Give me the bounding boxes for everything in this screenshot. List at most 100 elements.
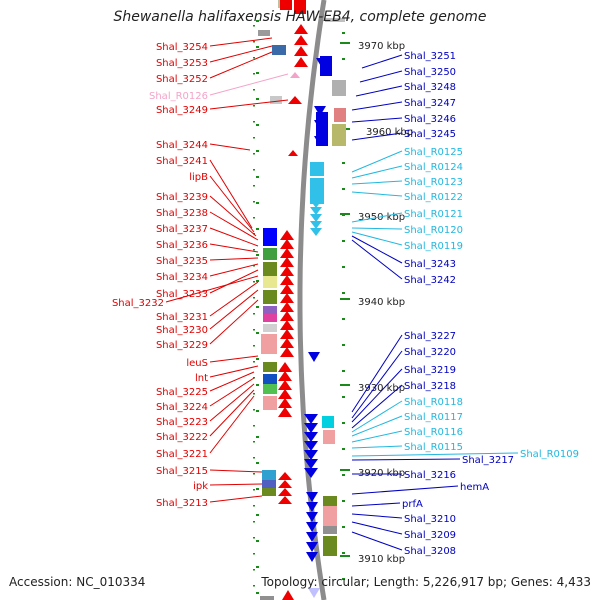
minor-tick xyxy=(253,457,255,459)
scale-major-tick xyxy=(340,42,350,44)
scale-tick xyxy=(256,358,259,360)
gene-label-shal_3208: Shal_3208 xyxy=(404,546,456,557)
gene-label-shal_3218: Shal_3218 xyxy=(404,381,456,392)
label-leader-line xyxy=(351,231,403,246)
gene-label-shal_r0118: Shal_R0118 xyxy=(404,397,463,408)
gene-label-shal_3219: Shal_3219 xyxy=(404,365,456,376)
reverse-strand-arrow xyxy=(280,239,294,249)
label-leader-line xyxy=(351,452,519,457)
minor-tick xyxy=(253,121,255,123)
label-leader-line xyxy=(209,211,259,241)
label-leader-line xyxy=(209,195,257,237)
label-leader-line xyxy=(351,227,403,230)
label-leader-line xyxy=(351,180,403,185)
gene-label-shal_3245: Shal_3245 xyxy=(404,129,456,140)
reverse-strand-arrow xyxy=(294,35,308,45)
minor-tick xyxy=(253,377,255,379)
gene-block xyxy=(263,362,277,372)
gene-label-shal_3235: Shal_3235 xyxy=(156,256,208,267)
gene-block xyxy=(270,96,282,104)
scale-tick xyxy=(256,462,259,464)
forward-strand-arrow xyxy=(304,468,318,478)
minor-tick xyxy=(253,329,255,331)
label-leader-line xyxy=(209,257,259,261)
scale-tick xyxy=(256,202,259,204)
reverse-strand-arrow xyxy=(280,338,294,348)
label-leader-line xyxy=(209,37,273,47)
scale-tick xyxy=(256,540,259,542)
minor-tick xyxy=(253,521,255,523)
label-leader-line xyxy=(351,101,403,111)
label-leader-line xyxy=(351,235,403,264)
forward-strand-arrow xyxy=(308,352,320,362)
gene-block xyxy=(332,80,346,96)
scale-tick xyxy=(256,280,259,282)
forward-strand-arrow xyxy=(314,136,326,146)
reverse-strand-arrow xyxy=(278,362,292,372)
gene-label-shal_3247: Shal_3247 xyxy=(404,98,456,109)
forward-strand-arrow xyxy=(306,552,318,562)
minor-tick xyxy=(253,25,255,27)
gene-block xyxy=(258,30,270,36)
gene-block xyxy=(310,178,324,204)
accession-text: Accession: NC_010334 xyxy=(9,575,146,589)
gene-block xyxy=(263,384,277,394)
reverse-strand-arrow xyxy=(280,347,294,357)
scale-tick xyxy=(256,72,259,74)
scale-tick xyxy=(342,32,345,34)
label-leader-line xyxy=(351,239,403,280)
gene-label-shal_3241: Shal_3241 xyxy=(156,156,208,167)
minor-tick xyxy=(253,281,255,283)
gene-label-shal_r0117: Shal_R0117 xyxy=(404,412,463,423)
gene-label-shal_r0109: Shal_R0109 xyxy=(520,449,579,460)
label-leader-line xyxy=(359,70,403,83)
label-leader-line xyxy=(209,73,289,96)
label-leader-line xyxy=(351,415,403,437)
label-leader-line xyxy=(209,383,255,422)
reverse-strand-arrow xyxy=(278,380,292,390)
label-leader-line xyxy=(209,175,255,233)
gene-label-shal_3210: Shal_3210 xyxy=(404,514,456,525)
scale-major-tick xyxy=(340,469,350,471)
minor-tick xyxy=(253,553,255,555)
scale-label: 3960 kbp xyxy=(366,127,413,138)
gene-label-shal_3230: Shal_3230 xyxy=(156,325,208,336)
reverse-strand-arrow xyxy=(280,329,294,339)
minor-tick xyxy=(253,297,255,299)
gene-block xyxy=(294,0,306,14)
scale-tick xyxy=(256,176,259,178)
reverse-strand-arrow xyxy=(280,257,294,267)
scale-major-tick xyxy=(340,213,350,215)
gene-label-shal_r0121: Shal_R0121 xyxy=(404,209,463,220)
gene-block xyxy=(262,470,276,480)
label-leader-line xyxy=(351,117,403,123)
scale-tick xyxy=(256,98,259,100)
gene-label-lnt: lnt xyxy=(195,373,208,384)
scale-tick xyxy=(256,228,259,230)
scale-tick xyxy=(342,58,345,60)
scale-tick xyxy=(342,292,345,294)
scale-tick xyxy=(256,592,259,594)
gene-label-shal_3254: Shal_3254 xyxy=(156,42,208,53)
label-leader-line xyxy=(351,445,403,449)
gene-label-shal_3229: Shal_3229 xyxy=(156,340,208,351)
gene-label-leus: leuS xyxy=(186,358,208,369)
forward-strand-arrow xyxy=(314,120,326,130)
forward-strand-arrow xyxy=(304,450,318,460)
minor-tick xyxy=(253,505,255,507)
minor-tick xyxy=(253,137,255,139)
gene-label-shal_3234: Shal_3234 xyxy=(156,272,208,283)
scale-tick xyxy=(256,254,259,256)
label-leader-line xyxy=(351,458,461,461)
genome-backbone xyxy=(297,0,327,600)
reverse-strand-arrow xyxy=(280,266,294,276)
forward-strand-arrow xyxy=(308,588,320,598)
minor-tick xyxy=(253,153,255,155)
minor-tick xyxy=(253,313,255,315)
gene-label-shal_3233: Shal_3233 xyxy=(156,289,208,300)
label-leader-line xyxy=(209,469,263,473)
reverse-strand-arrow xyxy=(280,293,294,303)
scale-tick xyxy=(256,20,259,22)
gene-block xyxy=(323,506,337,516)
